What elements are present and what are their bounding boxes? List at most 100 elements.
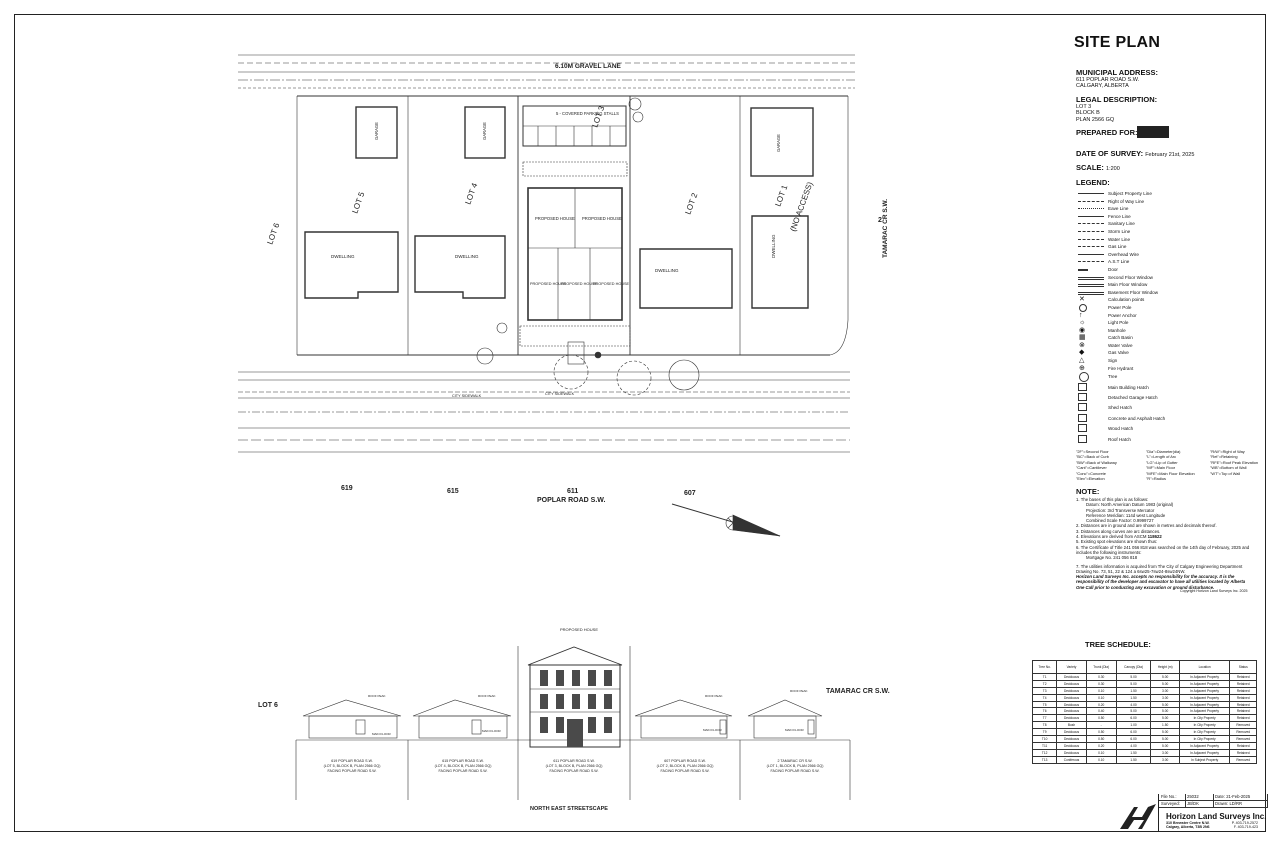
abbr-item xyxy=(1210,476,1270,481)
table-cell: T10 xyxy=(1031,735,1058,743)
table-cell: 0.20 xyxy=(1085,741,1117,750)
municipal-address-line1: 611 POPLAR ROAD S.W. xyxy=(1076,77,1140,83)
manhole-icon: ◉ xyxy=(1079,326,1086,334)
table-cell: T3 xyxy=(1031,686,1058,695)
legend-row: Gas Line xyxy=(1076,243,1266,251)
legend-row: Detached Garage Hatch xyxy=(1076,393,1266,403)
table-cell: In Adjacent Property xyxy=(1178,741,1231,750)
legend-row: Wood Hatch xyxy=(1076,424,1266,434)
note-3: 3. Distances along curves are arc distan… xyxy=(1076,528,1161,534)
legend-label-item: Water Valve xyxy=(1108,342,1133,348)
table-cell: T7 xyxy=(1031,714,1058,723)
table-cell: 0.20 xyxy=(1085,700,1117,709)
table-header: Canopy (Dia) xyxy=(1115,660,1152,674)
streetscape-lot6: LOT 6 xyxy=(258,702,278,709)
table-header: Status xyxy=(1229,660,1257,674)
legend-label: LEGEND: xyxy=(1076,178,1110,187)
table-cell: 5.00 xyxy=(1150,714,1180,723)
cap-2-2: (LOT 1, BLOCK B, PLAN 2566 GQ) xyxy=(767,764,824,768)
table-cell: Retained xyxy=(1229,686,1257,695)
table-cell: Removed xyxy=(1229,721,1257,730)
streetscape-label: NORTH EAST STREETSCAPE xyxy=(530,806,608,812)
table-cell: 0.10 xyxy=(1085,748,1117,757)
table-cell: 1.50 xyxy=(1115,686,1152,695)
dwelling-label-lot4: DWELLING xyxy=(455,254,479,259)
cap-611-1: 611 POPLAR ROAD S.W. xyxy=(553,759,594,763)
table-cell: 5.00 xyxy=(1115,707,1152,716)
date-value: 21-Feb-2025 xyxy=(1226,794,1251,799)
table-cell: 3.00 xyxy=(1150,748,1180,757)
table-cell: In Adjacent Property xyxy=(1178,748,1231,757)
site-plan-drawing: 6.10M GRAVEL LANE LOT 6 LOT 5 LOT 4 LOT … xyxy=(238,54,890,812)
copyright: Copyright Horizon Land Surveys Inc. 2025 xyxy=(1180,589,1248,593)
notes-label: NOTE: xyxy=(1076,487,1100,496)
cap-2-1: 2 TAMARAC CR S.W. xyxy=(777,759,812,763)
legend-row: Concrete and Asphalt Hatch xyxy=(1076,413,1266,424)
legend-row: Tree xyxy=(1076,372,1266,383)
drawn-value: LD/RR xyxy=(1229,801,1243,806)
dwelling-label-lot1: DWELLING xyxy=(771,234,776,258)
roofpeak-2: ROOF PEAK xyxy=(790,689,808,693)
table-cell: Retained xyxy=(1229,673,1257,681)
abbr-item: "Elev"=Elevation xyxy=(1076,476,1105,482)
table-cell: Removed xyxy=(1229,735,1257,743)
abbr-item: "Cant"=Cantilever xyxy=(1076,465,1107,471)
legend-row: Fence Line xyxy=(1076,213,1266,221)
abbr-item: "WB"=Bottom of Wall xyxy=(1210,465,1247,471)
proposed-label-d: PROPOSED HOUSE xyxy=(561,282,598,286)
mainfloor-2: MAIN FLOOR xyxy=(785,728,805,732)
lot1-note: (NO ACCESS) xyxy=(788,180,814,232)
lot6-label: LOT 6 xyxy=(265,221,281,245)
legend-row: Door xyxy=(1076,266,1266,274)
drawn-label: Drawn: xyxy=(1215,801,1229,806)
table-cell: 5.00 xyxy=(1150,707,1180,716)
company-address-row: 310 Brewster Centre N.W.P. 403-719-2572 xyxy=(1166,821,1258,825)
table-cell: Retained xyxy=(1229,700,1257,709)
abbr-item: "WT"=Top of Wall xyxy=(1210,470,1241,476)
municipal-address-line2: CALGARY, ALBERTA xyxy=(1076,83,1129,90)
abbr-item: "LG"=Lip of Gutter xyxy=(1146,459,1178,465)
table-header: Location xyxy=(1178,660,1231,674)
table-cell: 0.50 xyxy=(1085,728,1117,737)
date-of-survey-value: February 21st, 2025 xyxy=(1145,152,1195,158)
roofpeak-619: ROOF PEAK xyxy=(368,694,386,698)
cap-615-3: FACING POPLAR ROAD S.W. xyxy=(439,769,488,773)
legend-row: △Sign xyxy=(1076,357,1266,365)
legend-label-item: Power Anchor xyxy=(1108,312,1137,318)
abbr-item: "BW"=Back of Walkway xyxy=(1076,459,1117,465)
lot3-label: LOT 3 xyxy=(590,104,606,128)
street-label: POPLAR ROAD S.W. xyxy=(537,497,606,504)
cap-619-1: 619 POPLAR ROAD S.W. xyxy=(331,759,373,763)
table-cell: 5.00 xyxy=(1150,741,1180,750)
legend-row: Power Pole xyxy=(1076,303,1266,312)
legend-label-item: Second Floor Window xyxy=(1108,274,1153,280)
house-number-619: 619 xyxy=(341,485,353,492)
roof-hatch-icon xyxy=(1078,434,1087,443)
table-header: Tree No. xyxy=(1031,660,1058,674)
addr-line1: 310 Brewster Centre N.W. xyxy=(1166,821,1210,825)
table-header-row: Tree No. Variety Trunk (Dia) Canopy (Dia… xyxy=(1031,660,1257,674)
water-valve-icon: ⊗ xyxy=(1079,341,1085,349)
table-cell: 0.10 xyxy=(1085,686,1117,695)
table-cell: T8 xyxy=(1031,721,1058,730)
legend-row: ✕Calculation points xyxy=(1076,296,1266,304)
date-of-survey: DATE OF SURVEY: February 21st, 2025 xyxy=(1076,149,1194,158)
cap-611-2: (LOT 3, BLOCK B, PLAN 2566 GQ) xyxy=(546,764,603,768)
tamarac-side-label: TAMARAC CR S.W. xyxy=(882,199,889,258)
note-7: 7. The utilities information is acquired… xyxy=(1076,563,1243,574)
legend-row: Subject Property Line xyxy=(1076,190,1266,198)
table-cell: T12 xyxy=(1031,748,1058,757)
legend-row: Roof Hatch xyxy=(1076,434,1266,445)
table-cell: In Adjacent Property xyxy=(1178,686,1231,695)
note-1-line: Combined Scale Factor: 0.9999727 xyxy=(1086,518,1154,524)
roofpeak-607: ROOF PEAK xyxy=(705,694,723,698)
table-cell: Retained xyxy=(1229,707,1257,716)
legend-label-item: Wood Hatch xyxy=(1108,426,1134,432)
garage-hatch-icon xyxy=(1078,393,1087,402)
scale-label: SCALE: xyxy=(1076,163,1104,172)
proposed-label-e: PROPOSED HOUSE xyxy=(593,282,630,286)
